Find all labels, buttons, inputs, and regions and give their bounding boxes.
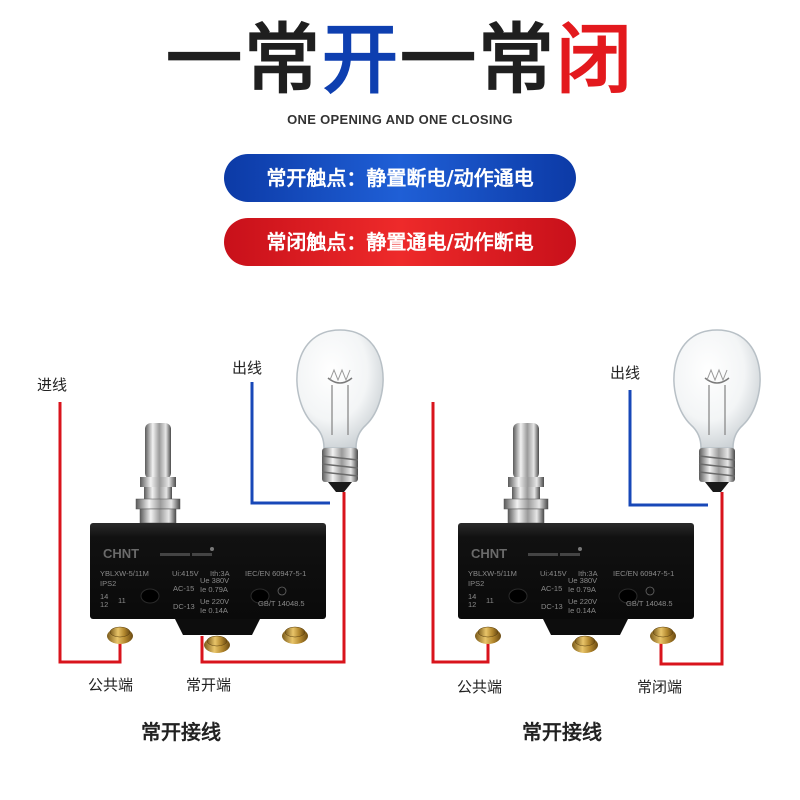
svg-text:Ui:415V: Ui:415V [172, 569, 199, 578]
svg-text:GB/T 14048.5: GB/T 14048.5 [258, 599, 305, 608]
svg-text:Ie 0.79A: Ie 0.79A [200, 585, 228, 594]
svg-text:11: 11 [118, 596, 126, 605]
left-bulb [296, 329, 384, 493]
right-common-label: 公共端 [457, 678, 503, 696]
left-input-wire [58, 402, 122, 664]
svg-text:14: 14 [468, 592, 476, 601]
right-caption: 常开接线 [522, 720, 602, 744]
svg-text:GB/T 14048.5: GB/T 14048.5 [626, 599, 673, 608]
left-terminal-wire [200, 492, 346, 664]
left-output-wire [250, 382, 330, 505]
left-input-label: 进线 [37, 376, 68, 394]
svg-text:IPS2: IPS2 [100, 579, 116, 588]
left-output-label: 出线 [232, 359, 263, 377]
svg-text:Ue 380V: Ue 380V [200, 576, 229, 585]
title-part-3: 一常 [400, 15, 556, 104]
normally-closed-pill: 常闭触点：静置通电/动作断电 [224, 218, 576, 266]
svg-text:Ie 0.14A: Ie 0.14A [568, 606, 596, 615]
left-switch [89, 422, 327, 654]
svg-text:DC-13: DC-13 [541, 602, 563, 611]
right-switch-labels: CHNT YBLXW-5/11M IPS2 Ui:415V Ith:3A IEC… [468, 546, 674, 615]
svg-text:YBLXW-5/11M: YBLXW-5/11M [468, 569, 517, 578]
svg-text:YBLXW-5/11M: YBLXW-5/11M [100, 569, 149, 578]
right-nc-terminal-label: 常闭端 [637, 678, 683, 696]
svg-text:Ue 220V: Ue 220V [568, 597, 597, 606]
left-brand: CHNT [103, 546, 139, 561]
main-title: 一常开一常闭 [0, 12, 800, 108]
left-common-label: 公共端 [88, 676, 134, 694]
svg-text:11: 11 [486, 596, 494, 605]
svg-text:Ue 220V: Ue 220V [200, 597, 229, 606]
left-switch-labels: CHNT YBLXW-5/11M IPS2 Ui:415V Ith:3A IEC… [100, 546, 306, 615]
left-caption: 常开接线 [141, 720, 221, 744]
svg-text:DC-13: DC-13 [173, 602, 195, 611]
svg-text:Ue 380V: Ue 380V [568, 576, 597, 585]
svg-text:IEC/EN 60947-5-1: IEC/EN 60947-5-1 [613, 569, 674, 578]
right-input-wire [431, 402, 490, 664]
right-switch [457, 422, 695, 654]
left-no-terminal-label: 常开端 [186, 676, 232, 694]
svg-text:AC-15: AC-15 [541, 584, 562, 593]
svg-text:Ith:3A: Ith:3A [210, 569, 230, 578]
title-part-1: 一常 [166, 15, 322, 104]
svg-text:Ui:415V: Ui:415V [540, 569, 567, 578]
svg-text:AC-15: AC-15 [173, 584, 194, 593]
svg-text:12: 12 [468, 600, 476, 609]
normally-open-pill: 常开触点：静置断电/动作通电 [224, 154, 576, 202]
svg-text:Ith:3A: Ith:3A [578, 569, 598, 578]
svg-text:Ie 0.79A: Ie 0.79A [568, 585, 596, 594]
right-output-wire [628, 390, 708, 507]
right-bulb [673, 329, 761, 493]
subtitle: ONE OPENING AND ONE CLOSING [287, 112, 513, 127]
svg-text:Ie 0.14A: Ie 0.14A [200, 606, 228, 615]
svg-text:IPS2: IPS2 [468, 579, 484, 588]
title-part-2: 开 [322, 15, 400, 104]
svg-text:14: 14 [100, 592, 108, 601]
right-brand: CHNT [471, 546, 507, 561]
svg-text:IEC/EN 60947-5-1: IEC/EN 60947-5-1 [245, 569, 306, 578]
svg-text:12: 12 [100, 600, 108, 609]
title-part-4: 闭 [556, 15, 634, 104]
right-output-label: 出线 [610, 364, 641, 382]
right-terminal-wire [659, 492, 724, 666]
